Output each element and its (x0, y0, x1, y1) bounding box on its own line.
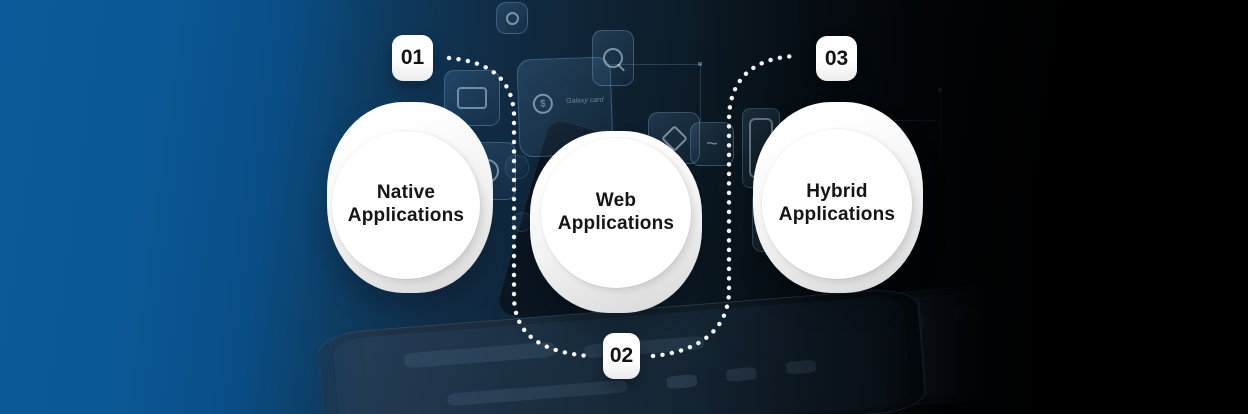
step-badge-02: 02 (603, 333, 640, 379)
card-title-line2: Applications (778, 204, 896, 225)
card-inner-circle: Native Applications (332, 131, 480, 279)
card-title: Native Applications (348, 182, 464, 228)
card-title-line2: Applications (347, 205, 465, 226)
card-title-line2: Applications (557, 213, 675, 234)
card-title: Hybrid Applications (779, 181, 895, 227)
step-badge-01: 01 (392, 35, 433, 81)
card-title-line1: Web (595, 190, 637, 212)
card-native-applications: Native Applications (327, 102, 493, 293)
card-web-applications: Web Applications (530, 131, 702, 313)
step-badge-03: 03 (816, 36, 857, 81)
card-title: Web Applications (558, 190, 674, 236)
card-inner-circle: Hybrid Applications (762, 129, 912, 279)
card-title-line1: Hybrid (806, 181, 868, 203)
step-number: 01 (400, 46, 425, 69)
step-number: 03 (824, 46, 849, 70)
step-number: 02 (609, 344, 634, 367)
card-title-line1: Native (376, 182, 436, 204)
card-inner-circle: Web Applications (541, 138, 691, 288)
card-hybrid-applications: Hybrid Applications (753, 102, 923, 293)
